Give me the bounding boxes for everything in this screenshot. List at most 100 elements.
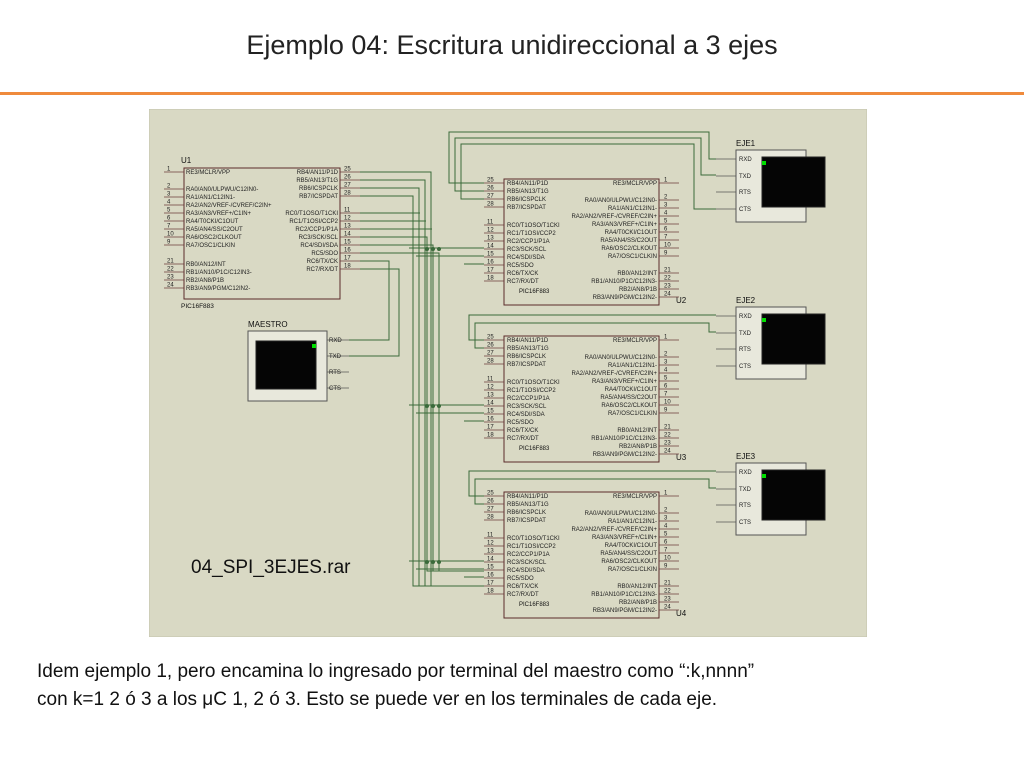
slave-pin-number: 23	[664, 441, 671, 447]
slave-mcu-1: U2PIC16F88325RB4/AN11/P1D26RB5/AN13/T1G2…	[484, 178, 687, 306]
slave-pin-name: RE3/MCLR/VPP	[613, 181, 657, 187]
slave-pin-number: 18	[487, 433, 494, 439]
master-port-bus-wire	[360, 195, 484, 587]
terminal-eje2-pin-label: CTS	[739, 364, 751, 370]
slave-pin-number: 18	[487, 276, 494, 282]
slave-pin-number: 9	[664, 564, 668, 570]
slave-pin-number: 5	[664, 219, 668, 225]
terminal-eje3-pin-label: RTS	[739, 503, 751, 509]
slide-title: Ejemplo 04: Escritura unidireccional a 3…	[246, 30, 778, 60]
slave-pin-name: RA3/AN3/VREF+/C1IN+	[592, 535, 658, 541]
master-pin-name: RB5/AN13/T1G	[296, 178, 338, 184]
slave-pin-number: 18	[487, 589, 494, 595]
slave-pin-number: 17	[487, 425, 494, 431]
slave-pin-number: 22	[664, 589, 671, 595]
slave-pin-name: RA0/AN0/ULPWU/C12IN0-	[585, 511, 657, 517]
master-sdo-wire	[360, 252, 484, 572]
slave-mcu-body	[503, 335, 660, 463]
slave-pin-name: RB0/AN12/INT	[617, 584, 657, 590]
terminal-maestro-led	[312, 344, 316, 348]
master-pin-name: RC2/CCP1/P1A	[295, 227, 338, 233]
slave-pin-name: RE3/MCLR/VPP	[613, 494, 657, 500]
slave-pin-name: RC3/SCK/SCL	[507, 404, 547, 410]
slave-pin-number: 17	[487, 581, 494, 587]
slave-pin-number: 16	[487, 573, 494, 579]
slave-pin-name: RC7/RX/DT	[507, 592, 539, 598]
master-pin-number: 12	[344, 216, 351, 222]
master-pin-number: 15	[344, 240, 351, 246]
slave-pin-name: RE3/MCLR/VPP	[613, 338, 657, 344]
master-pin-name: RC0/T1OSO/T1CKI	[285, 211, 338, 217]
slave-pin-name: RA7/OSC1/CLKIN	[608, 411, 657, 417]
slave-pin-name: RB6/ICSPCLK	[507, 354, 546, 360]
slave-pin-name: RA2/AN2/VREF-/CVREF/C2IN+	[571, 214, 657, 220]
master-pin-name: RA3/AN3/VREF+/C1IN+	[186, 211, 252, 217]
slave-pin-name: RC2/CCP1/P1A	[507, 396, 550, 402]
slave-pin-number: 17	[487, 268, 494, 274]
slave-pin-number: 22	[664, 433, 671, 439]
slave-pin-name: RC7/RX/DT	[507, 436, 539, 442]
master-pin-name: RC4/SDI/SDA	[300, 243, 338, 249]
caption-line-1: Idem ejemplo 1, pero encamina lo ingresa…	[37, 661, 755, 682]
slave-pin-name: RB0/AN12/INT	[617, 428, 657, 434]
slave-pin-name: RA6/OSC2/CLKOUT	[601, 559, 657, 565]
slave-pin-name: RC0/T1OSO/T1CKI	[507, 223, 560, 229]
eje1-rx-wire	[454, 137, 716, 192]
slave-mcu-body	[503, 491, 660, 619]
slave-pin-number: 12	[487, 228, 494, 234]
terminal-eje2-led	[762, 318, 766, 322]
terminal-eje3-led	[762, 474, 766, 478]
slave-pin-number: 23	[664, 284, 671, 290]
slave-pin-name: RA1/AN1/C12IN1-	[608, 519, 657, 525]
slave-pin-number: 7	[664, 392, 668, 398]
slave-pin-number: 5	[664, 376, 668, 382]
slave-pin-number: 1	[664, 491, 668, 497]
slave-pin-number: 21	[664, 581, 671, 587]
slave-pin-number: 4	[664, 524, 668, 530]
slave-pin-number: 1	[664, 335, 668, 341]
master-pin-name: RA7/OSC1/CLKIN	[186, 243, 235, 249]
master-pin-number: 7	[167, 224, 171, 230]
slave-pin-number: 15	[487, 409, 494, 415]
slave-pin-number: 25	[487, 335, 494, 341]
master-pin-name: RA2/AN2/VREF-/CVREF/C2IN+	[186, 203, 272, 209]
slave-pin-name: RB6/ICSPCLK	[507, 197, 546, 203]
slave-pin-name: RA0/AN0/ULPWU/C12IN0-	[585, 198, 657, 204]
slave-pin-number: 28	[487, 515, 494, 521]
slave-pin-number: 7	[664, 548, 668, 554]
master-pin-name: RC3/SCK/SCL	[299, 235, 339, 241]
master-pin-name: RB3/AN9/PGM/C12IN2-	[186, 286, 250, 292]
master-pin-number: 27	[344, 183, 351, 189]
slave-pin-number: 10	[664, 243, 671, 249]
master-pin-name: RE3/MCLR/VPP	[186, 170, 230, 176]
terminal-eje1-pin-label: CTS	[739, 207, 751, 213]
slave-pin-name: RB5/AN13/T1G	[507, 502, 549, 508]
terminal-eje3-screen	[761, 469, 826, 521]
slave-pin-name: RA6/OSC2/CLKOUT	[601, 403, 657, 409]
slave-pin-name: RC0/T1OSO/T1CKI	[507, 536, 560, 542]
slave-pin-number: 11	[487, 377, 494, 383]
slave-pin-number: 26	[487, 186, 494, 192]
terminal-eje2-label: EJE2	[736, 296, 756, 305]
eje3-rx-wire	[474, 478, 716, 505]
slave-pin-number: 21	[664, 268, 671, 274]
master-pin-number: 5	[167, 208, 171, 214]
slave-pin-name: RA4/T0CKI/C1OUT	[605, 230, 658, 236]
master-pin-number: 6	[167, 216, 171, 222]
slave-pin-name: RB4/AN11/P1D	[507, 338, 549, 344]
slave-pin-name: RB1/AN10/P1C/C12IN3-	[591, 279, 657, 285]
slave-pin-number: 28	[487, 202, 494, 208]
slave-pin-name: RA3/AN3/VREF+/C1IN+	[592, 222, 658, 228]
master-pin-name: RC7/RX/DT	[306, 267, 338, 273]
slave-pin-name: RC5/SDO	[507, 420, 534, 426]
slave-pin-number: 14	[487, 557, 494, 563]
slave-pin-number: 9	[664, 408, 668, 414]
terminal-maestro-label: MAESTRO	[248, 320, 288, 329]
slave-pin-number: 11	[487, 533, 494, 539]
master-tx-wire	[349, 260, 390, 341]
slave-pin-number: 21	[664, 425, 671, 431]
terminal-eje2-pin-label: RXD	[739, 314, 752, 320]
slave-pin-number: 15	[487, 252, 494, 258]
slave-pin-number: 15	[487, 565, 494, 571]
master-pin-name: RA6/OSC2/CLKOUT	[186, 235, 242, 241]
